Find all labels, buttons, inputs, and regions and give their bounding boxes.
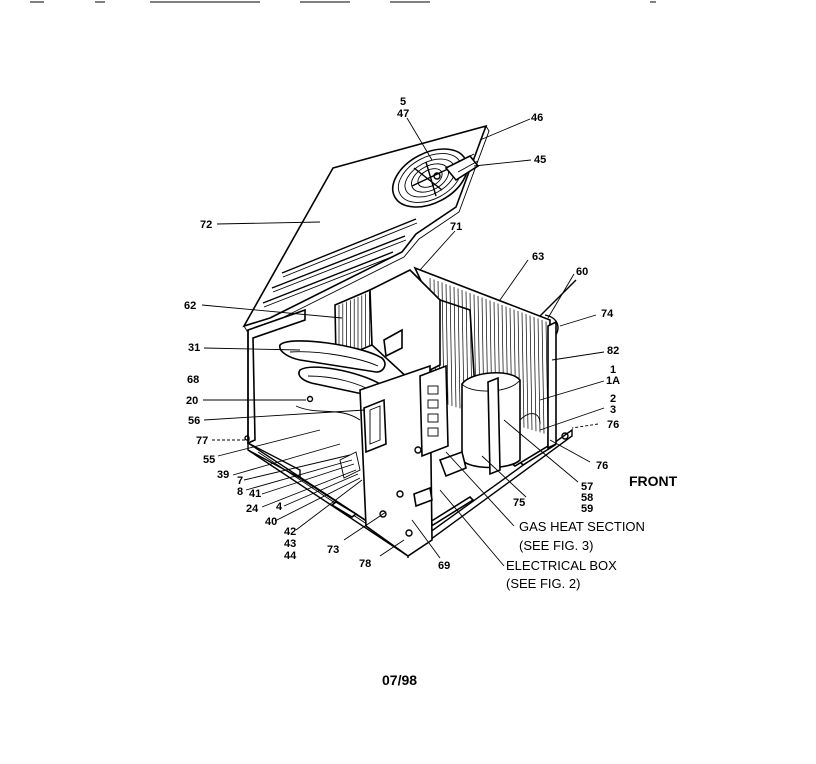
- callout-4: 4: [276, 501, 283, 513]
- callout-39: 39: [217, 469, 229, 481]
- coil-fin-line: [541, 319, 545, 434]
- date-code: 07/98: [382, 672, 417, 688]
- callout-78: 78: [359, 558, 371, 570]
- control-partition: [339, 364, 501, 557]
- callout-69: 69: [438, 560, 450, 572]
- callout-68: 68: [187, 374, 199, 386]
- callout-55: 55: [203, 454, 215, 466]
- coil-fin-line: [445, 283, 449, 405]
- callout-7: 7: [237, 475, 243, 487]
- coil-fin-line: [537, 318, 541, 433]
- electrical-box-ref: (SEE FIG. 2): [506, 576, 580, 591]
- callout-20: 20: [186, 395, 198, 407]
- callout-40: 40: [265, 516, 277, 528]
- gas-heat-section-ref: (SEE FIG. 3): [519, 538, 593, 553]
- callout-44: 44: [284, 550, 297, 562]
- section-notes: GAS HEAT SECTION (SEE FIG. 3) ELECTRICAL…: [506, 519, 645, 591]
- callout-42: 42: [284, 526, 296, 538]
- callout-24: 24: [246, 503, 259, 515]
- callout-58: 58: [581, 492, 593, 504]
- callout-74: 74: [601, 308, 614, 320]
- callout-72: 72: [200, 219, 212, 231]
- callout-5: 5: [400, 96, 406, 108]
- condenser-fan-assembly: [391, 148, 480, 208]
- callout-75: 75: [513, 497, 525, 509]
- callout-8: 8: [237, 486, 243, 498]
- callout-62: 62: [184, 300, 196, 312]
- front-label: FRONT: [629, 473, 678, 489]
- callout-63: 63: [532, 251, 544, 263]
- callout-60: 60: [576, 266, 588, 278]
- callout-71: 71: [450, 221, 462, 233]
- callout-77: 77: [196, 435, 208, 447]
- callout-82: 82: [607, 345, 619, 357]
- electrical-box-label: ELECTRICAL BOX: [506, 558, 617, 573]
- callout-41: 41: [249, 488, 261, 500]
- callout-76-lower: 76: [596, 460, 608, 472]
- callout-76: 76: [607, 419, 619, 431]
- callout-43: 43: [284, 538, 296, 550]
- callout-labels: 5 47 46 45 72 71 63 60 74 62 31 82 68 1 …: [184, 96, 620, 572]
- leader-lines: [201, 117, 605, 567]
- coil-fin-line: [525, 313, 529, 429]
- callout-56: 56: [188, 415, 200, 427]
- callout-73: 73: [327, 544, 339, 556]
- coil-fin-line: [449, 285, 453, 407]
- coil-fin-line: [529, 315, 533, 431]
- callout-31: 31: [188, 342, 200, 354]
- callout-59: 59: [581, 503, 593, 515]
- callout-47: 47: [397, 108, 409, 120]
- coil-fin-line: [453, 286, 457, 408]
- callout-2: 2: [610, 393, 616, 405]
- coil-fin-line: [521, 312, 525, 428]
- callout-3: 3: [610, 404, 616, 416]
- callout-45: 45: [534, 154, 546, 166]
- callout-46: 46: [531, 112, 543, 124]
- coil-fin-line: [533, 316, 537, 432]
- callout-1A: 1A: [606, 375, 620, 387]
- gas-heat-section-label: GAS HEAT SECTION: [519, 519, 645, 534]
- callout-1: 1: [610, 364, 616, 376]
- coil-fin-line: [457, 288, 461, 409]
- callout-57: 57: [581, 481, 593, 493]
